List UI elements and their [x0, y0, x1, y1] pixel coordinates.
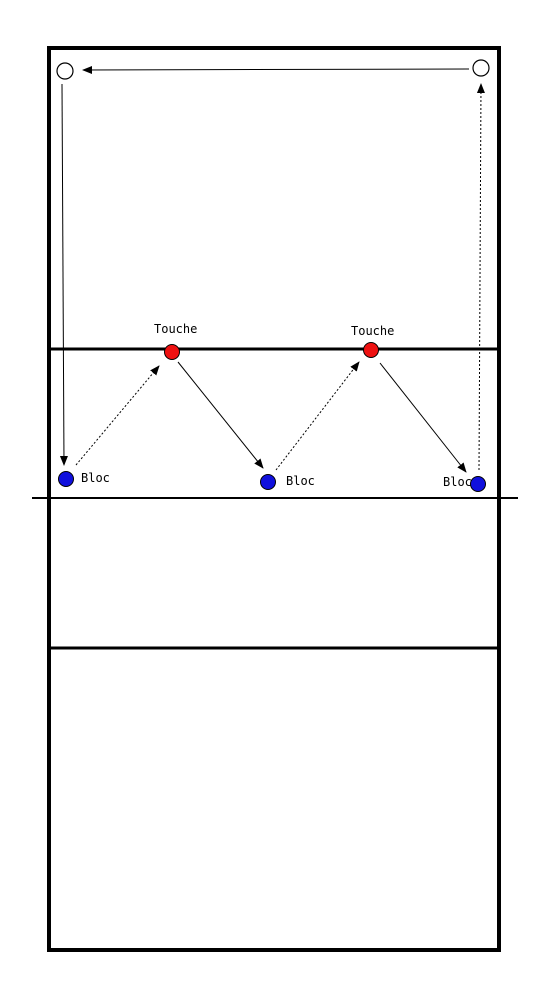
pass-blocker-3-up-to-top-right [476, 83, 485, 471]
setter-2 [363, 342, 379, 358]
blocker-1 [58, 471, 74, 487]
start-top-left [56, 62, 74, 80]
blocker-2-label: Bloc [286, 474, 315, 488]
run-setter-1-to-blocker-2 [177, 361, 264, 469]
blocker-3-label: Bloc [443, 475, 472, 489]
movement-arrows [59, 65, 485, 473]
player-markers [56, 59, 490, 492]
setter-2-label: Touche [351, 324, 394, 338]
blocker-1-label: Bloc [81, 471, 110, 485]
player-labels: Touche Touche Bloc Bloc Bloc [81, 322, 472, 489]
pass-blocker-1-to-setter-1 [75, 365, 160, 466]
blocker-3 [470, 476, 486, 492]
run-top-left-down-to-blocker-1 [59, 83, 68, 466]
setter-1 [164, 344, 180, 360]
start-top-right [472, 59, 490, 77]
run-setter-2-to-blocker-3 [379, 362, 467, 473]
setter-1-label: Touche [154, 322, 197, 336]
blocker-2 [260, 474, 276, 490]
pass-blocker-2-to-setter-2 [275, 361, 360, 471]
run-top-right-to-top-left [82, 65, 470, 74]
